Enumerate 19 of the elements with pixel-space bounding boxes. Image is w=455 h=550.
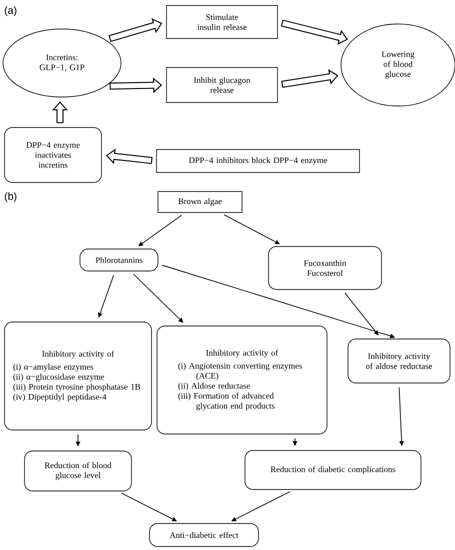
rounded-box: Anti−diabetic effect [149,523,259,547]
process-box: DPP−4 inhibitors block DPP−4 enzyme [156,149,360,173]
rounded-box: Reduction of blood glucose level [24,450,132,492]
rounded-box: Fucoxanthin Fucosterol [268,246,382,290]
rounded-box: Inhibitory activity of aldose reductase [348,338,450,384]
rounded-box: Phlorotannins [80,248,158,272]
arrow [138,214,182,246]
panel-label: (a) [4,6,16,16]
rounded-box: DPP−4 enzyme inactivates incretins [4,127,102,183]
oval-node: Incretins: GLP−1, G1P [2,28,122,98]
arrow [344,292,379,336]
rounded-box: Reduction of diabetic complications [244,450,422,490]
process-box: Brown algae [158,191,242,213]
rounded-box: Inhibitory activity of (i) α−amylase enzymes (ii) α−glucosidase enzyme (iii) Protein tyrosine phosphatase 1B (iv) Dipeptidyl peptidase-4 [4,322,152,430]
panel-label: (b) [4,192,16,202]
process-box: Stimulate insulin release [166,5,278,39]
arrow [133,274,184,323]
rounded-box: Inhibitory activity of (i) Angiotensin converting enzymes (ACE) (ii) Aldose reductase (iii) Formation of advanced glycation end products [156,326,328,434]
process-box: Inhibit glucagon release [166,67,278,103]
